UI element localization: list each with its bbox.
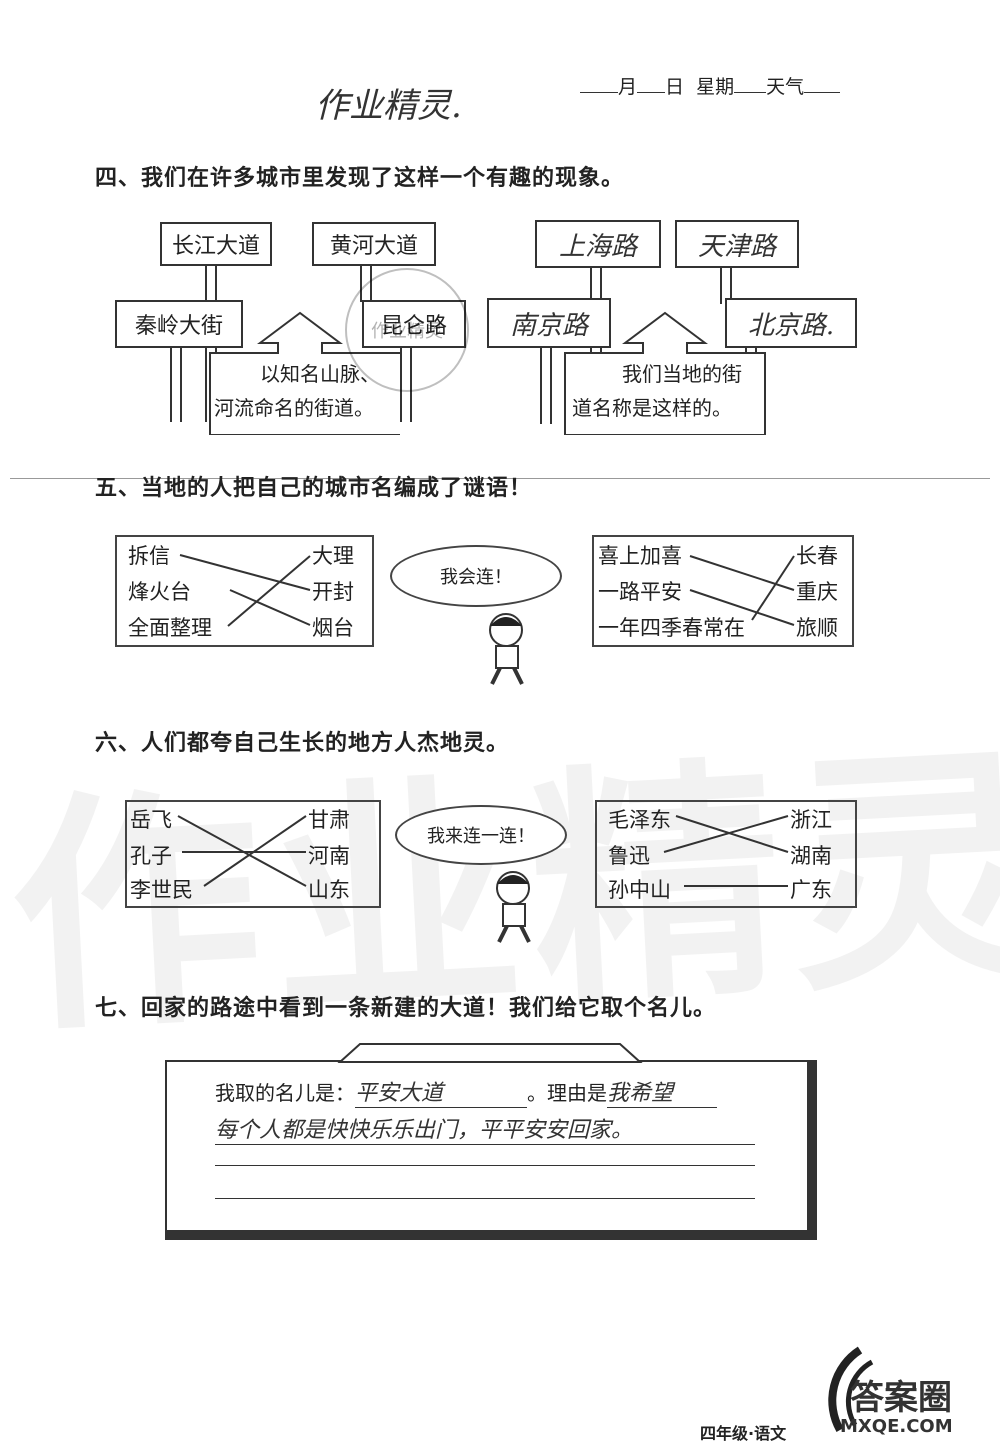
speech-cloud: 我来连一连！ bbox=[395, 805, 567, 865]
sign-nanjing: 南京路 bbox=[487, 298, 611, 348]
arrow-up-icon bbox=[209, 311, 400, 435]
name-answer: 平安大道 bbox=[355, 1075, 527, 1108]
reason-prefix: 。理由是 bbox=[527, 1081, 607, 1105]
sign-changjiang: 长江大道 bbox=[160, 222, 272, 266]
list-item: 浙江 bbox=[790, 808, 832, 832]
board-left-line2: 河流命名的街道。 bbox=[214, 396, 374, 420]
list-item: 一年四季春常在 bbox=[598, 616, 745, 640]
list-item: 湖南 bbox=[790, 844, 832, 868]
list-item: 鲁迅 bbox=[608, 844, 650, 868]
riddle-box-right bbox=[592, 535, 854, 647]
blank-line bbox=[215, 1198, 755, 1199]
weekday-label: 星期 bbox=[696, 76, 735, 98]
month-label: 月 bbox=[618, 76, 638, 98]
list-item: 河南 bbox=[308, 844, 350, 868]
logo-site: MXQE.COM bbox=[840, 1416, 953, 1437]
section4-title: 四、我们在许多城市里发现了这样一个有趣的现象。 bbox=[95, 166, 625, 191]
list-item: 开封 bbox=[312, 580, 354, 604]
list-item: 李世民 bbox=[130, 878, 193, 902]
reason-answer-2: 每个人都是快快乐乐出门，平平安安回家。 bbox=[215, 1112, 755, 1145]
list-item: 烟台 bbox=[312, 616, 354, 640]
sign-tianjin: 天津路 bbox=[675, 220, 799, 268]
date-line: 月 日 星期 天气 bbox=[580, 72, 841, 99]
list-item: 喜上加喜 bbox=[598, 544, 682, 568]
list-item: 广东 bbox=[790, 878, 832, 902]
sign-shanghai: 上海路 bbox=[535, 220, 661, 268]
logo: 答案圈 MXQE.COM bbox=[800, 1330, 990, 1440]
match-box-left bbox=[125, 800, 381, 908]
section5-title: 五、当地的人把自己的城市名编成了谜语！ bbox=[95, 476, 533, 501]
speech-cloud: 我会连！ bbox=[390, 545, 562, 607]
sign-qinling: 秦岭大街 bbox=[115, 300, 243, 348]
list-item: 重庆 bbox=[796, 580, 838, 604]
list-item: 旅顺 bbox=[796, 616, 838, 640]
sign-beijing: 北京路. bbox=[725, 298, 857, 348]
list-item: 毛泽东 bbox=[608, 808, 671, 832]
weather-label: 天气 bbox=[766, 76, 805, 98]
stamp: 作业精灵 bbox=[345, 268, 469, 392]
boy-icon bbox=[485, 866, 545, 946]
list-item: 一路平安 bbox=[598, 580, 682, 604]
reason-answer-1: 我希望 bbox=[607, 1075, 717, 1108]
divider bbox=[10, 478, 990, 479]
match-box-right bbox=[595, 800, 857, 908]
handwritten-title: 作业精灵. bbox=[315, 86, 462, 126]
list-item: 全面整理 bbox=[128, 616, 212, 640]
list-item: 山东 bbox=[308, 878, 350, 902]
sign-huanghe: 黄河大道 bbox=[312, 222, 436, 266]
list-item: 大理 bbox=[312, 544, 354, 568]
day-label: 日 bbox=[665, 76, 685, 98]
name-prefix: 我取的名儿是： bbox=[215, 1081, 355, 1105]
list-item: 岳飞 bbox=[130, 808, 172, 832]
grade-label: 四年级·语文 bbox=[700, 1424, 787, 1443]
section6-title: 六、人们都夸自己生长的地方人杰地灵。 bbox=[95, 731, 510, 756]
riddle-box-left bbox=[115, 535, 374, 647]
list-item: 甘肃 bbox=[308, 808, 350, 832]
list-item: 孔子 bbox=[130, 844, 172, 868]
list-item: 拆信 bbox=[128, 544, 170, 568]
board-top-tab bbox=[337, 1043, 643, 1063]
list-item: 烽火台 bbox=[128, 580, 191, 604]
list-item: 长春 bbox=[796, 544, 838, 568]
board-right-line1: 我们当地的街 bbox=[622, 362, 742, 386]
section7-title: 七、回家的路途中看到一条新建的大道！我们给它取个名儿。 bbox=[95, 996, 717, 1021]
blank-line bbox=[215, 1165, 755, 1166]
list-item: 孙中山 bbox=[608, 878, 671, 902]
name-board bbox=[165, 1060, 817, 1240]
boy-icon bbox=[478, 608, 538, 688]
board-right-line2: 道名称是这样的。 bbox=[572, 396, 732, 420]
logo-text: 答案圈 bbox=[850, 1378, 952, 1418]
arrow-up-icon bbox=[564, 311, 766, 435]
answer-line-1: 我取的名儿是：平安大道。理由是我希望 bbox=[215, 1075, 717, 1108]
